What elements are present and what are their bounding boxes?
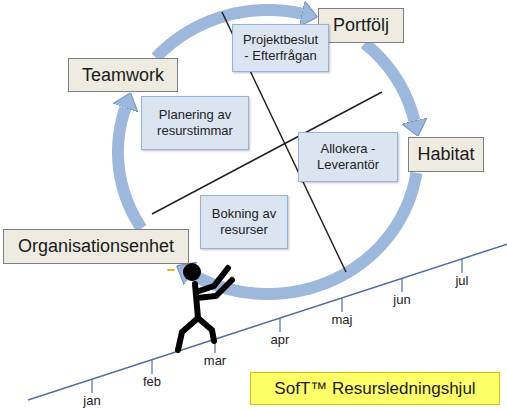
node-text: Planering av resurstimmar (148, 107, 242, 138)
figure-leg (178, 318, 198, 350)
node-text: Teamwork (82, 65, 164, 86)
node-text: Organisationsenhet (18, 236, 174, 257)
tick (461, 259, 462, 273)
cycle-arrow (365, 43, 415, 120)
node-text: Allokera - Leverantör (305, 141, 391, 172)
tick (151, 360, 152, 374)
month-label: jan (72, 393, 112, 408)
stick-figure (168, 258, 232, 350)
figure-arm (197, 280, 232, 298)
figure-leg (198, 318, 214, 341)
effort-mark (168, 269, 174, 271)
title-box: SofT™ Resursledningshjul (250, 372, 500, 405)
stage-label-box: Portfölj (318, 8, 404, 43)
cycle-arrow (191, 173, 417, 294)
month-label: jun (382, 292, 422, 307)
tick (91, 379, 92, 393)
node-text: Projektbeslut - Efterfrågan (239, 32, 322, 63)
month-label: apr (260, 332, 300, 347)
stage-label-box: Habitat (408, 137, 484, 172)
figure-head (183, 263, 201, 281)
node-text: Habitat (417, 144, 474, 165)
activity-box: Bokning av resurser (200, 195, 288, 249)
stage-label-box: Teamwork (68, 58, 178, 92)
tick (401, 279, 402, 293)
month-label: maj (322, 312, 362, 327)
node-text: Bokning av resurser (207, 206, 281, 237)
activity-box: Planering av resurstimmar (141, 96, 249, 150)
tick (341, 298, 342, 312)
month-label: mar (195, 353, 235, 368)
node-text: Portfölj (333, 15, 389, 36)
month-label: feb (132, 374, 172, 389)
activity-box: Projektbeslut - Efterfrågan (232, 24, 329, 72)
stage-label-box: Organisationsenhet (3, 229, 189, 264)
activity-box: Allokera - Leverantör (298, 132, 398, 182)
title-text: SofT™ Resursledningshjul (274, 379, 475, 399)
cycle-arrow (118, 108, 141, 228)
month-label: jul (442, 273, 482, 288)
tick (279, 318, 280, 332)
